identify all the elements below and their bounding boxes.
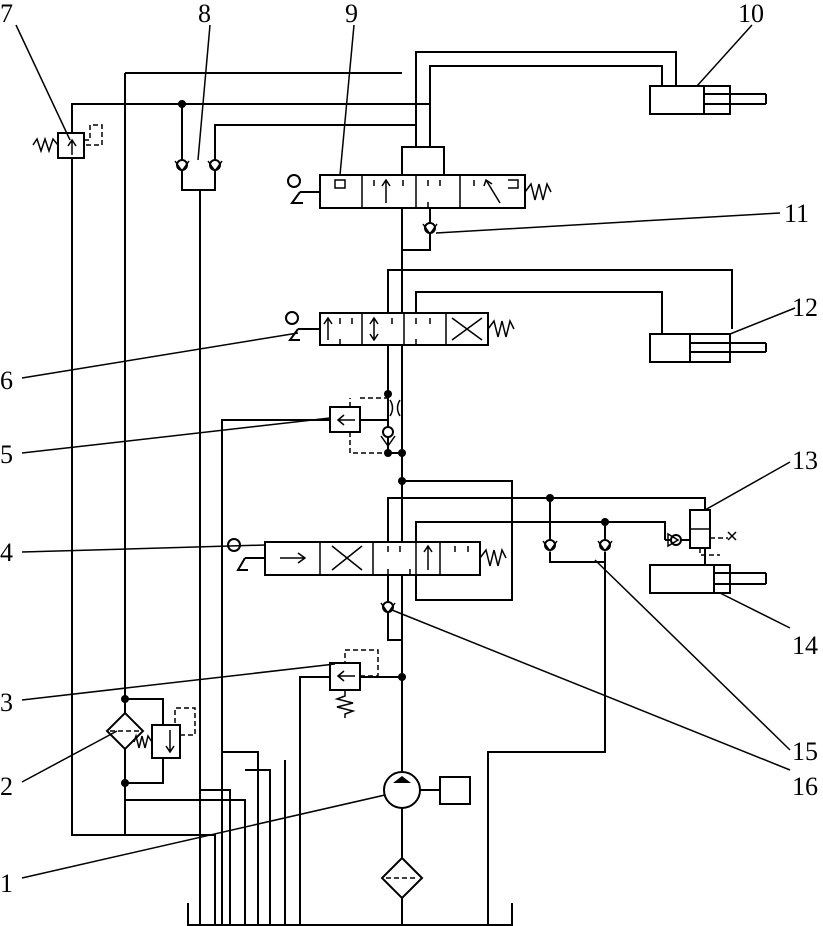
relief-valve [299, 649, 402, 925]
label-9: 9 [345, 0, 358, 28]
label-7: 7 [0, 0, 13, 28]
sequence-valve [221, 390, 402, 925]
label-4: 4 [0, 538, 13, 567]
directional-valve-4 [227, 538, 507, 576]
leader-lines [15, 24, 796, 879]
label-16: 16 [792, 772, 818, 801]
tank-return-line-8 [124, 72, 402, 925]
return-filter [105, 695, 246, 925]
label-1: 1 [0, 869, 13, 898]
cylinder-12 [649, 333, 767, 363]
label-11: 11 [784, 199, 809, 228]
label-2: 2 [0, 772, 13, 801]
label-15: 15 [792, 737, 818, 766]
valve9-lines [401, 51, 677, 251]
label-13: 13 [792, 446, 818, 475]
label-6: 6 [0, 366, 13, 395]
label-5: 5 [0, 440, 13, 469]
label-10: 10 [738, 0, 764, 28]
check-valves-15 [487, 494, 613, 925]
label-12: 12 [792, 293, 818, 322]
label-8: 8 [198, 0, 211, 28]
valve-13 [665, 509, 737, 556]
tank [187, 903, 513, 926]
pump [383, 771, 471, 809]
cylinder-10 [649, 85, 767, 115]
cylinder-14 [649, 548, 767, 594]
label-3: 3 [0, 688, 13, 717]
return-lines [222, 751, 286, 925]
valve6-lines [387, 269, 733, 394]
valve-7 [32, 103, 216, 925]
directional-valve-6 [285, 311, 515, 346]
label-14: 14 [792, 631, 818, 660]
directional-valve-9 [287, 174, 552, 209]
suction-filter [380, 856, 424, 900]
